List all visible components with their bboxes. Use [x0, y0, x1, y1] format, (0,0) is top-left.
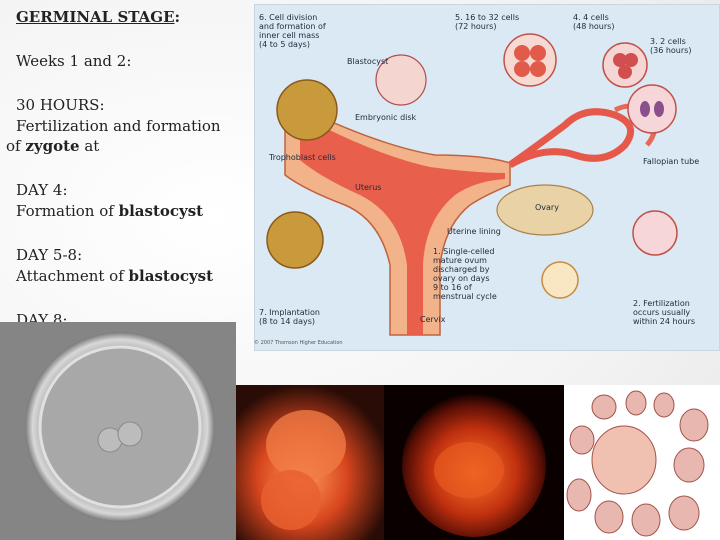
label-2-cells: 3. 2 cells (36 hours) — [650, 37, 692, 55]
day4-label: DAY 4: — [16, 181, 68, 199]
zygote-line: of zygote at — [6, 137, 100, 155]
fetus-photo — [236, 385, 384, 540]
zygote-micrograph — [0, 322, 236, 540]
label-ovary: Ovary — [535, 203, 559, 212]
weeks-line: Weeks 1 and 2: — [16, 52, 132, 70]
fertilized-ovum — [632, 210, 678, 256]
fertilization-line: Fertilization and formation — [16, 117, 221, 135]
label-uterine-lining: Uterine lining — [447, 227, 501, 236]
label-16-32-cells: 5. 16 to 32 cells (72 hours) — [455, 13, 520, 31]
fetal-positions-art — [566, 390, 709, 537]
day58-text: Attachment of blastocyst — [16, 267, 214, 285]
label-blastocyst: Blastocyst — [347, 57, 389, 66]
fetal-positions-illustration — [564, 385, 720, 540]
blastocyst-cell — [375, 54, 427, 106]
placenta-fetus-photo — [384, 385, 564, 540]
fetus-photo-art — [236, 385, 384, 540]
diagram-copyright: © 2007 Thomson Higher Education — [254, 340, 343, 346]
germinal-stage-diagram: 6. Cell division and formation of inner … — [254, 4, 720, 351]
label-trophoblast: Trophoblast cells — [269, 153, 336, 162]
label-uterus: Uterus — [355, 183, 382, 192]
label-4-cells: 4. 4 cells (48 hours) — [573, 13, 615, 31]
label-cervix: Cervix — [420, 315, 446, 324]
zygote-micrograph-art — [0, 322, 236, 540]
label-implantation: 7. Implantation (8 to 14 days) — [259, 308, 320, 326]
label-fertilization: 2. Fertilization occurs usually within 2… — [633, 299, 696, 326]
uterine-lining-shape — [300, 115, 505, 335]
hours-30-line: 30 HOURS: — [16, 96, 105, 114]
ovary-shape — [496, 184, 594, 236]
implanted-blastocyst — [266, 211, 324, 269]
diagram-art — [266, 33, 678, 336]
slide-title: GERMINAL STAGE: — [16, 8, 181, 26]
label-cell-division: 6. Cell division and formation of inner … — [259, 13, 326, 49]
trophoblast-cell-1 — [276, 79, 338, 141]
fallopian-tube-shape — [507, 108, 635, 169]
cell-16-32 — [503, 33, 557, 87]
label-embryonic-disk: Embryonic disk — [355, 113, 417, 122]
placenta-fetus-photo-art — [384, 385, 564, 540]
day4-text: Formation of blastocyst — [16, 202, 204, 220]
day58-label: DAY 5-8: — [16, 246, 83, 264]
label-fallopian-tube: Fallopian tube — [643, 157, 700, 166]
mature-ovum — [541, 261, 579, 299]
cell-2 — [627, 84, 677, 134]
label-single-celled-ovum: 1. Single-celled mature ovum discharged … — [433, 247, 497, 301]
